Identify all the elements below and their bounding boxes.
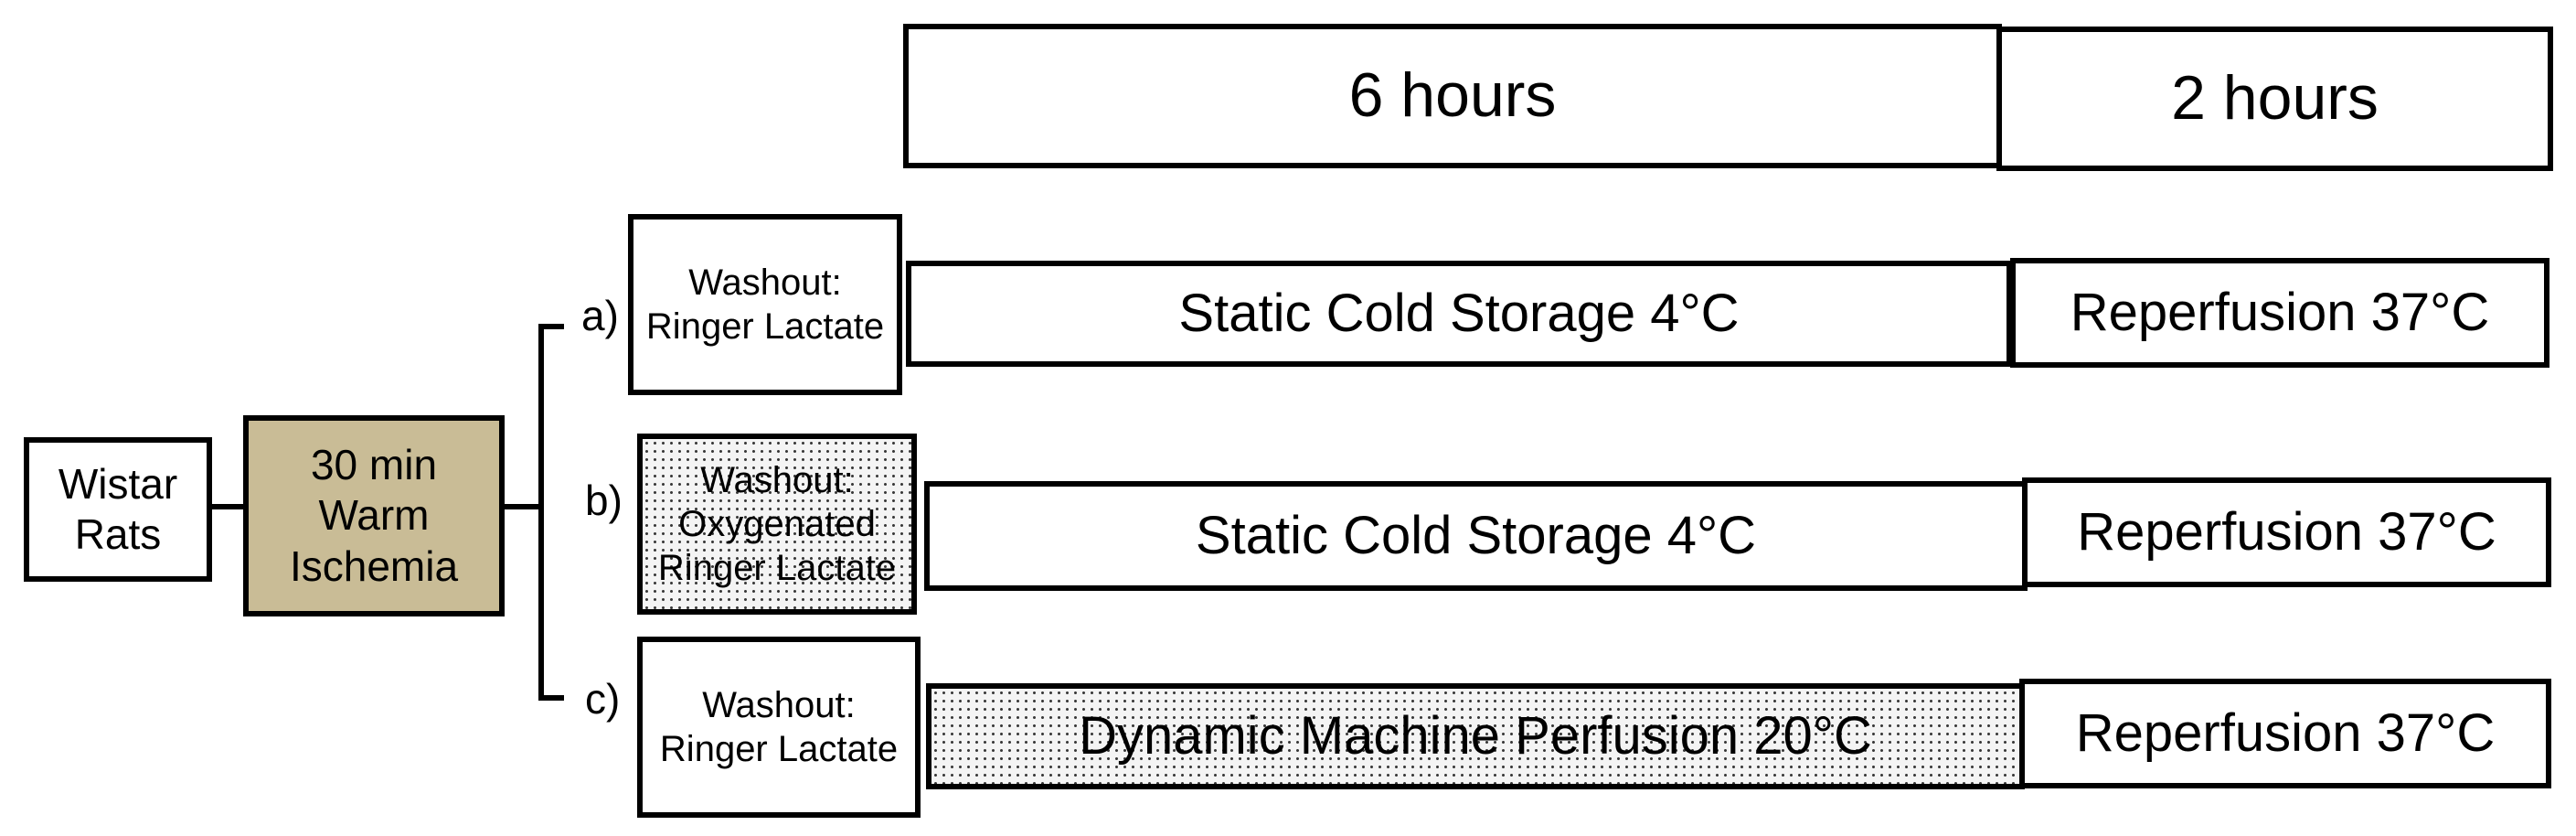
branch-bracket-vertical	[538, 324, 544, 701]
preservation-b-label: Static Cold Storage 4°C	[1195, 506, 1757, 566]
washout-c-line-1: Washout:	[702, 685, 856, 725]
preservation-duration-label: 6 hours	[1348, 60, 1557, 131]
reperfusion-bar-c: Reperfusion 37°C	[2019, 679, 2551, 788]
reperfusion-a-label: Reperfusion 37°C	[2070, 283, 2490, 343]
branch-label-a: a)	[581, 292, 619, 339]
preservation-a-label: Static Cold Storage 4°C	[1178, 284, 1740, 344]
warm-ischemia-box: 30 min Warm Ischemia	[243, 415, 505, 616]
ischemia-line-1: 30 min	[310, 441, 438, 489]
reperfusion-duration-label: 2 hours	[2171, 63, 2379, 134]
ischemia-line-2: Warm	[318, 491, 430, 540]
connector-rats-ischemia	[212, 504, 245, 509]
reperfusion-b-label: Reperfusion 37°C	[2077, 502, 2496, 563]
reperfusion-c-label: Reperfusion 37°C	[2075, 703, 2496, 764]
washout-a-line-1: Washout:	[688, 263, 842, 303]
washout-b-line-2: Oxygenated	[678, 504, 876, 544]
connector-ischemia-bracket	[505, 504, 541, 509]
subject-line-1: Wistar	[58, 459, 178, 508]
branch-label-c: c)	[585, 675, 621, 723]
branch-bracket-top	[538, 324, 564, 329]
washout-b-line-3: Ringer Lactate	[657, 548, 897, 588]
timeline-reperfusion-box: 2 hours	[1996, 27, 2553, 171]
preservation-c-label: Dynamic Machine Perfusion 20°C	[1079, 706, 1872, 766]
wistar-rats-box: Wistar Rats	[24, 437, 212, 582]
reperfusion-bar-b: Reperfusion 37°C	[2022, 477, 2551, 587]
subject-line-2: Rats	[74, 510, 162, 558]
washout-b-line-1: Washout:	[700, 460, 854, 500]
washout-a-line-2: Ringer Lactate	[645, 306, 885, 347]
washout-box-c: Washout: Ringer Lactate	[637, 637, 921, 818]
preservation-bar-b: Static Cold Storage 4°C	[924, 481, 2028, 591]
reperfusion-bar-a: Reperfusion 37°C	[2010, 258, 2549, 368]
preservation-bar-c: Dynamic Machine Perfusion 20°C	[926, 683, 2025, 789]
washout-box-b: Washout: Oxygenated Ringer Lactate	[637, 434, 917, 615]
branch-label-b: b)	[585, 477, 623, 524]
ischemia-line-3: Ischemia	[289, 541, 459, 590]
preservation-bar-a: Static Cold Storage 4°C	[906, 261, 2012, 367]
washout-c-line-2: Ringer Lactate	[659, 729, 899, 769]
branch-bracket-bottom	[538, 695, 564, 701]
timeline-preservation-box: 6 hours	[903, 24, 2002, 168]
washout-box-a: Washout: Ringer Lactate	[628, 214, 902, 395]
